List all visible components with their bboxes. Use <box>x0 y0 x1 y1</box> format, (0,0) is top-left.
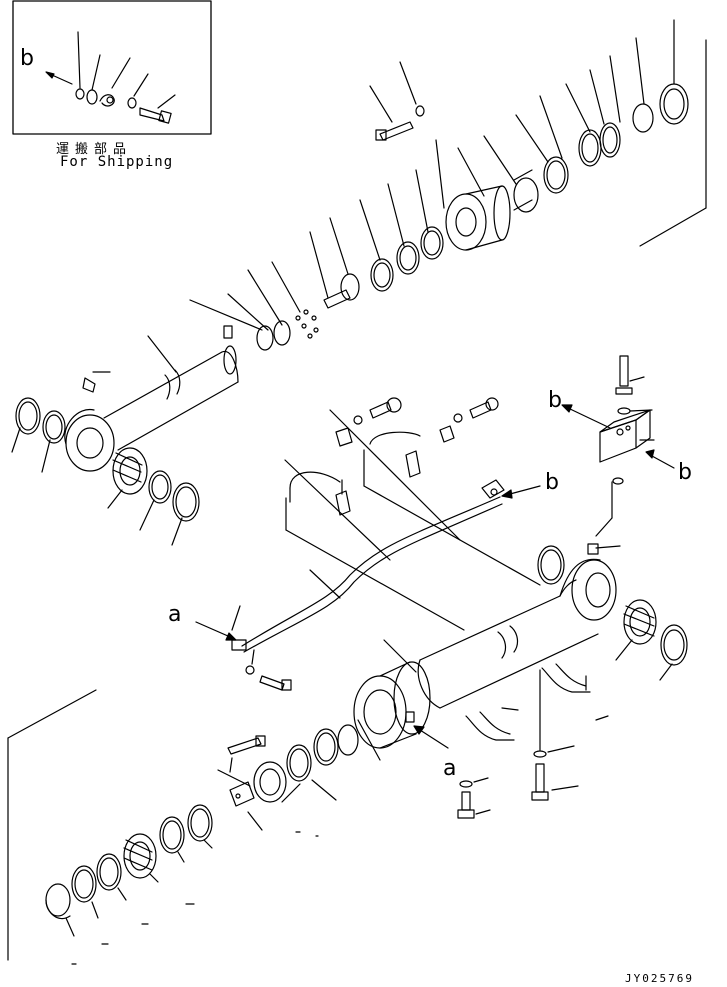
callout-b-inset: b <box>20 46 34 71</box>
upper-rod-assembly <box>11 19 707 546</box>
hose-and-clamps <box>231 355 655 653</box>
callout-b-valve-left: b <box>548 388 562 413</box>
callout-b-tube: b <box>545 470 559 495</box>
callout-a-hose: a <box>168 602 182 627</box>
callout-a-head: a <box>443 756 457 781</box>
direction-arrows <box>195 404 675 749</box>
inset-label-japanese: 運搬部品 <box>56 142 133 157</box>
figure-id: JY025769 <box>625 972 694 985</box>
shipping-inset <box>12 0 212 135</box>
callout-b-valve-right: b <box>678 460 692 485</box>
inset-label-english: For Shipping <box>60 154 174 170</box>
cylinder-tube-assembly <box>7 543 688 965</box>
